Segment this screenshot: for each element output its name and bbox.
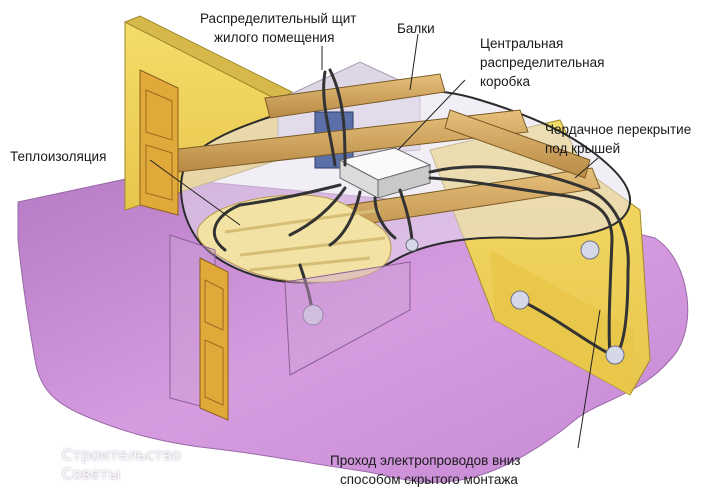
door-left: [139, 69, 179, 216]
door-front: [199, 257, 229, 421]
label-panel-line2: жилого помещения: [214, 30, 335, 45]
label-passage-line1: Проход электропроводов вниз: [330, 453, 521, 468]
label-junction-line1: Центральная: [480, 36, 564, 51]
label-junction-line3: коробка: [480, 74, 531, 89]
watermark-line1: Строительство: [62, 446, 182, 464]
label-attic-line2: под крышей: [545, 141, 621, 156]
watermark-line2: Советы: [62, 465, 121, 483]
label-passage-line2: способом скрытого монтажа: [340, 472, 518, 487]
wiring: [212, 68, 630, 357]
watermark-logo: [16, 444, 60, 476]
label-junction-line2: распределительная: [480, 55, 605, 70]
interior-wall: [284, 261, 411, 376]
label-attic-line1: Чердачное перекрытие: [545, 122, 692, 137]
leader-lines: [149, 33, 601, 449]
beam-top: [264, 73, 446, 119]
label-beams: Балки: [397, 21, 435, 36]
outlet-boxes: [302, 238, 625, 365]
label-panel-line1: Распределительный щит: [200, 11, 357, 26]
label-insulation: Теплоизоляция: [10, 149, 107, 164]
